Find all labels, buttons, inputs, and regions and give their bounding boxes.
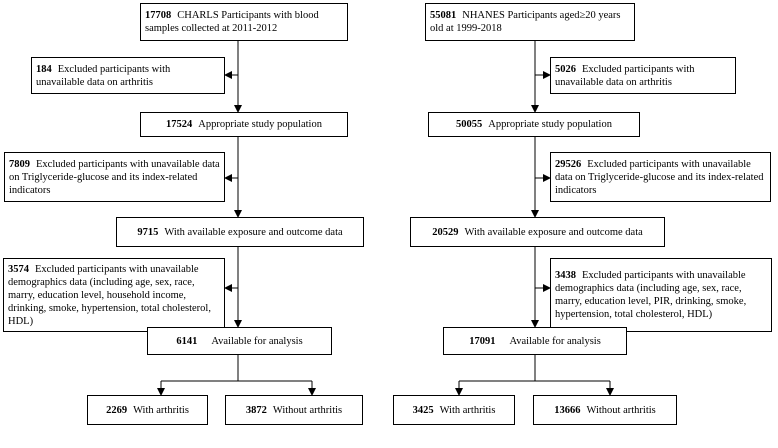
left-without-arthritis-count: 3872 <box>245 404 267 416</box>
left-population-text: Appropriate study population <box>198 119 322 130</box>
left-without-arthritis-box: 3872 Without arthritis <box>225 395 363 425</box>
left-analysis-text: Available for analysis <box>211 335 303 347</box>
left-exclude-3-count: 3574 <box>8 263 29 275</box>
right-start-text: NHANES Participants aged≥20 years old at… <box>430 10 621 34</box>
right-analysis-box: 17091 Available for analysis <box>443 327 627 355</box>
left-without-arthritis-text: Without arthritis <box>272 404 343 416</box>
left-exposure-count: 9715 <box>137 226 159 238</box>
left-population-count: 17524 <box>166 119 193 130</box>
left-with-arthritis-text: With arthritis <box>133 404 189 416</box>
right-exclude-3-text: Excluded participants with unavailable d… <box>555 270 747 320</box>
left-analysis-box: 6141 Available for analysis <box>147 327 332 355</box>
left-with-arthritis-count: 2269 <box>106 404 128 416</box>
right-exposure-box: 20529 With available exposure and outcome… <box>410 217 665 247</box>
right-exclude-2-count: 29526 <box>555 158 582 170</box>
left-with-arthritis-box: 2269 With arthritis <box>87 395 208 425</box>
left-start-count: 17708 <box>145 10 172 21</box>
right-exclude-1-count: 5026 <box>555 63 576 75</box>
right-exclude-2-text: Excluded participants with unavailable d… <box>555 158 764 196</box>
right-with-arthritis-box: 3425 With arthritis <box>393 395 515 425</box>
left-population-box: 17524 Appropriate study population <box>140 112 348 137</box>
right-exclude-1-text: Excluded participants with unavailable d… <box>555 63 695 88</box>
right-population-text: Appropriate study population <box>488 119 612 130</box>
left-exclude-3-text: Excluded participants with unavailable d… <box>8 263 211 327</box>
left-exclude-1-text: Excluded participants with unavailable d… <box>36 63 171 88</box>
right-exclude-3-count: 3438 <box>555 270 576 281</box>
right-with-arthritis-count: 3425 <box>412 404 434 416</box>
right-without-arthritis-box: 13666 Without arthritis <box>533 395 677 425</box>
left-exposure-text: With available exposure and outcome data <box>164 226 343 238</box>
right-exposure-count: 20529 <box>432 226 459 238</box>
right-with-arthritis-text: With arthritis <box>439 404 496 416</box>
left-exclude-1-count: 184 <box>36 63 52 75</box>
right-exposure-text: With available exposure and outcome data <box>464 226 643 238</box>
left-analysis-count: 6141 <box>176 335 198 347</box>
right-without-arthritis-count: 13666 <box>554 404 581 416</box>
right-analysis-text: Available for analysis <box>509 335 601 347</box>
left-exclude-2-text: Excluded participants with unavailable d… <box>9 158 220 196</box>
right-analysis-count: 17091 <box>469 335 496 347</box>
right-population-count: 50055 <box>456 119 483 130</box>
left-exclude-2-count: 7809 <box>9 158 30 170</box>
right-start-count: 55081 <box>430 10 457 21</box>
left-start-text: CHARLS Participants with blood samples c… <box>145 10 319 34</box>
right-without-arthritis-text: Without arthritis <box>586 404 656 416</box>
right-population-box: 50055 Appropriate study population <box>428 112 640 137</box>
left-exposure-box: 9715 With available exposure and outcome … <box>116 217 364 247</box>
